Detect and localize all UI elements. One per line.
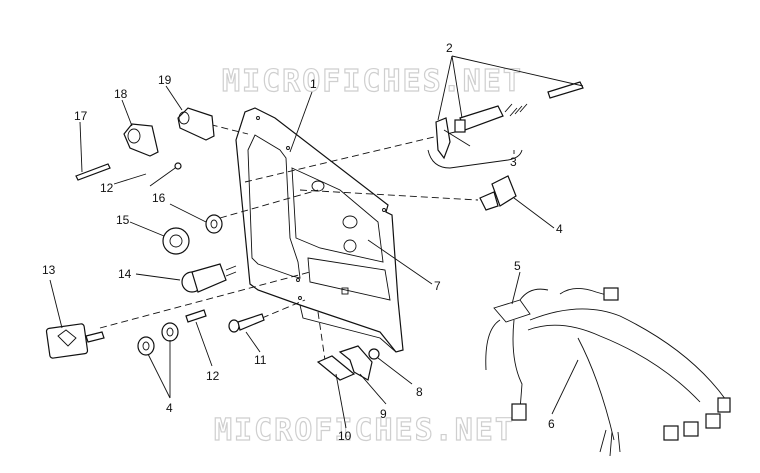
- callout-8: 8: [416, 385, 423, 399]
- mount-bracket: [177, 107, 215, 141]
- callout-14: 14: [118, 267, 132, 281]
- lock-nut: [162, 227, 190, 255]
- callout-16: 16: [152, 191, 166, 205]
- bolt: [228, 313, 265, 333]
- set-screw: [185, 309, 207, 323]
- ignition-switch: [181, 263, 237, 293]
- callout-18: 18: [114, 87, 128, 101]
- assembly-line-screw: [261, 299, 306, 319]
- callout-3: 3: [510, 155, 517, 169]
- assembly-line-bracket: [199, 121, 249, 135]
- callout-4-upper: 4: [556, 222, 563, 236]
- clamp-bracket: [338, 345, 373, 381]
- dash-panel: [235, 107, 404, 353]
- callout-13: 13: [42, 263, 56, 277]
- watermark-bottom: MICROFICHES.NET: [214, 413, 515, 448]
- callout-7: 7: [434, 279, 441, 293]
- callout-15: 15: [116, 213, 130, 227]
- wiring-harness: [485, 287, 731, 457]
- callout-2: 2: [446, 41, 453, 55]
- assembly-line-ignition: [99, 271, 311, 329]
- washer-pair: [137, 322, 179, 356]
- screw-small: [149, 162, 182, 187]
- callout-5: 5: [514, 259, 521, 273]
- flat-washer: [205, 214, 223, 234]
- toggle-switch: [479, 175, 517, 211]
- callout-9: 9: [380, 407, 387, 421]
- assembly-line-clamp: [317, 311, 326, 361]
- callout-6: 6: [548, 417, 555, 431]
- callout-1: 1: [310, 77, 317, 91]
- assembly-line-switch: [299, 189, 479, 201]
- ignition-key: [45, 323, 105, 359]
- callout-17: 17: [74, 109, 88, 123]
- callout-12-lower: 12: [206, 369, 220, 383]
- clamp-plate: [316, 355, 356, 381]
- choke-cable-assembly: [427, 81, 584, 169]
- clamp-nut: [368, 348, 380, 360]
- retainer-plate: [123, 123, 159, 157]
- callout-11: 11: [254, 353, 267, 367]
- watermark-top: MICROFICHES.NET: [222, 64, 523, 99]
- callout-19: 19: [158, 73, 172, 87]
- pin-rod: [75, 163, 111, 181]
- callout-10: 10: [338, 429, 352, 443]
- callout-4-lower: 4: [166, 401, 173, 415]
- assembly-line-choke: [244, 131, 456, 183]
- callout-12-upper: 12: [100, 181, 114, 195]
- assembly-line-washer: [219, 189, 319, 219]
